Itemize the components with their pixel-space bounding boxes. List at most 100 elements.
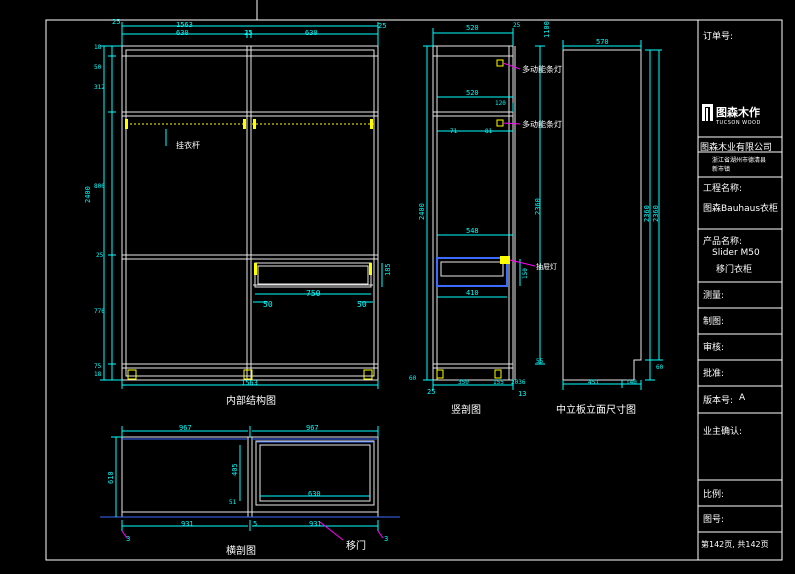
cabinet-feet xyxy=(127,369,373,380)
dim-internal-left-g: 75 xyxy=(94,363,102,370)
logo-main-text: 图森木作 xyxy=(716,106,760,119)
version-value: A xyxy=(739,393,746,403)
drawer-light-marker xyxy=(500,256,510,264)
cross-door-lines xyxy=(100,438,400,518)
dim-cross-inner-width: 630 xyxy=(308,490,321,498)
dim-internal-left-c: 312 xyxy=(94,84,105,91)
drawing-frame xyxy=(45,19,783,561)
cross-leaders xyxy=(121,521,384,541)
dim-section-shelf-b: 81 xyxy=(485,128,493,135)
cross-view-caption: 横剖图 xyxy=(226,546,256,557)
dim-section-bottom-a: 350 xyxy=(458,379,469,386)
panel-dimensions xyxy=(562,40,663,390)
page-info: 第142页, 共142页 xyxy=(701,540,769,549)
vertical-section-view xyxy=(432,45,516,381)
dim-section-bottom-left: 25 xyxy=(427,388,436,396)
dim-cross-edge-right: 3 xyxy=(384,535,389,543)
light-label-1: 多动能条灯 xyxy=(522,65,562,74)
dim-cross-inner-height: 405 xyxy=(231,463,239,476)
dim-section-mid-width: 520 xyxy=(466,89,479,97)
dim-panel-bottom-a: 451 xyxy=(588,379,599,386)
dim-section-side-small: 60 xyxy=(409,375,417,382)
dim-cross-inner-small: 51 xyxy=(229,499,237,506)
cross-dimensions xyxy=(111,426,379,531)
sliding-door-label: 移门 xyxy=(346,541,366,552)
drawer-outline xyxy=(254,262,372,288)
scale-label: 比例: xyxy=(703,490,725,500)
section-leaders xyxy=(502,62,536,267)
dim-section-right-total: 2360 xyxy=(534,198,542,215)
section-drawer xyxy=(436,257,508,287)
drawing-by-label: 制图: xyxy=(703,317,725,327)
dim-internal-bottom-total: 1563 xyxy=(241,379,258,387)
dim-section-drawer-width: 410 xyxy=(466,289,479,297)
dim-panel-top-width: 570 xyxy=(596,38,609,46)
section-view-caption: 竖剖图 xyxy=(451,405,481,416)
dim-panel-bottom-b: 140 xyxy=(626,379,637,386)
dim-cross-left-height: 610 xyxy=(107,471,115,484)
dim-section-lower-width: 548 xyxy=(466,227,479,235)
dim-internal-seg1: 630 xyxy=(176,29,189,37)
panel-elevation-view xyxy=(562,49,642,381)
panel-view-caption: 中立板立面尺寸图 xyxy=(556,405,636,416)
dim-cross-bottom-right: 931 xyxy=(309,520,322,528)
internal-view-caption: 内部结构图 xyxy=(226,396,276,407)
light-label-2: 多动能条灯 xyxy=(522,120,562,129)
company-name: 图森木业有限公司 xyxy=(700,143,773,153)
dim-section-top-right: 25 xyxy=(513,22,521,29)
dim-internal-left-total: 2400 xyxy=(84,186,92,203)
dim-drawer-height: 185 xyxy=(384,263,392,276)
drawing-number-label: 图号: xyxy=(703,515,725,525)
approve-label: 批准: xyxy=(703,369,725,379)
dim-drawer-width: 750 xyxy=(306,289,321,298)
version-label: 版本号: xyxy=(703,396,734,406)
dim-drawer-left: 50 xyxy=(263,300,273,309)
survey-label: 测量: xyxy=(703,291,725,301)
dim-internal-left-b: 50 xyxy=(94,64,102,71)
dim-internal-left-f: 776 xyxy=(94,308,105,315)
title-block-lines xyxy=(697,20,782,560)
project-name-label: 工程名称: xyxy=(703,184,743,194)
dim-internal-left-a: 18 xyxy=(94,44,102,51)
hanging-rods xyxy=(125,119,374,275)
dim-internal-top-left: 25 xyxy=(112,18,121,26)
dim-panel-right-h1: 2360 xyxy=(643,205,651,222)
dim-internal-left-e: 25 xyxy=(96,252,104,259)
company-address-1: 浙江省湖州市德清县 xyxy=(712,157,767,164)
section-lights xyxy=(436,59,504,379)
cross-section-view xyxy=(121,436,379,518)
dim-internal-left-d: 800 xyxy=(94,183,105,190)
product-name-value-2: 移门衣柜 xyxy=(716,265,753,275)
review-label: 审核: xyxy=(703,343,725,353)
hanging-rod-label: 挂衣杆 xyxy=(176,141,200,150)
dim-section-mid-small: 120 xyxy=(495,100,506,107)
dim-section-top-right2: 1100 xyxy=(543,21,551,38)
product-name-value-1: Slider M50 xyxy=(712,248,760,258)
dim-section-side-small2: 55 xyxy=(536,358,544,365)
dim-section-bottom-b: 155 xyxy=(493,379,504,386)
dim-internal-seg3: 630 xyxy=(305,29,318,37)
dim-section-bottom-d: 13 xyxy=(518,390,527,398)
owner-confirm-label: 业主确认: xyxy=(703,427,743,437)
logo-sub-text: TUCSON WOOD xyxy=(716,120,761,126)
internal-dimensions xyxy=(100,22,383,389)
dim-internal-top-total: 1563 xyxy=(176,21,193,29)
dim-section-top-width: 520 xyxy=(466,24,479,32)
cabinet-outline xyxy=(121,45,379,381)
dim-panel-bottom-c: 60 xyxy=(656,364,664,371)
dim-cross-top-right: 967 xyxy=(306,424,319,432)
company-address-2: 新市镇 xyxy=(712,166,731,173)
dim-cross-top-left: 967 xyxy=(179,424,192,432)
dim-section-left-total: 2400 xyxy=(418,203,426,220)
dim-internal-seg2: 25 xyxy=(244,29,253,37)
dim-internal-top-right: 25 xyxy=(378,22,387,30)
order-number-label: 订单号: xyxy=(703,32,734,42)
dim-panel-right-h2: 2360 xyxy=(652,205,660,222)
dim-section-bottom-c: 2036 xyxy=(511,379,526,386)
dim-section-drawer-height: 150 xyxy=(522,268,529,279)
product-name-label: 产品名称: xyxy=(703,237,743,247)
internal-structure-view xyxy=(121,45,379,381)
dim-cross-edge-left: 3 xyxy=(126,535,131,543)
dim-cross-bottom-mid: 5 xyxy=(253,520,258,528)
